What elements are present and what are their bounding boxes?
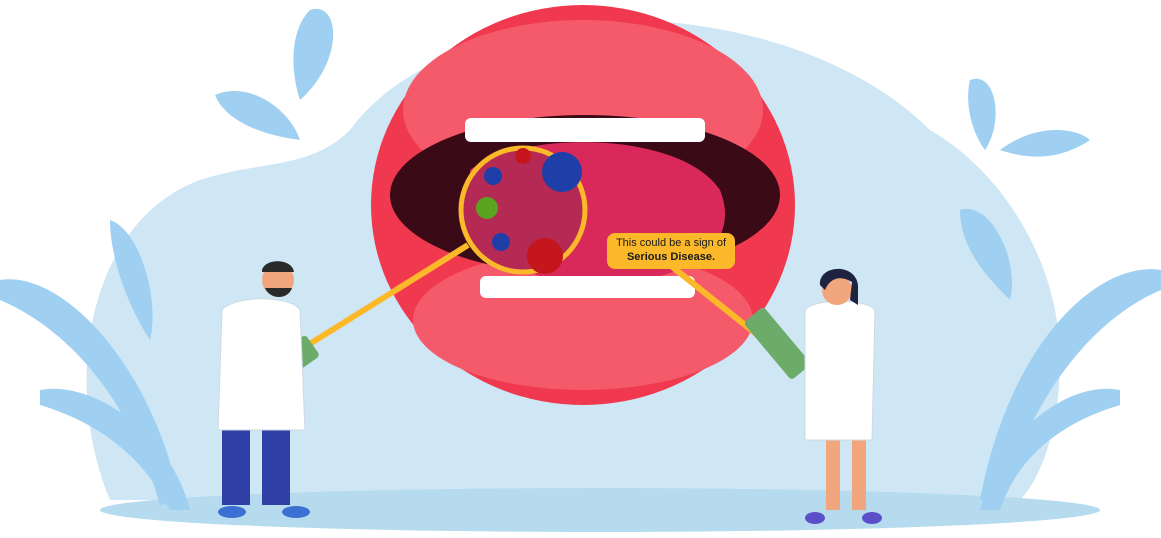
callout-line-1: This could be a sign of bbox=[615, 237, 727, 249]
female-doctor bbox=[804, 268, 882, 524]
ruler-right bbox=[744, 307, 810, 379]
decorative-leaves bbox=[0, 8, 1161, 510]
magnifier-handle-left bbox=[298, 242, 470, 353]
callout-line-2: Serious Disease. bbox=[626, 251, 716, 263]
virus-particles bbox=[476, 148, 582, 274]
ground-shadow bbox=[100, 488, 1100, 532]
upper-teeth bbox=[465, 118, 705, 142]
male-doctor bbox=[217, 261, 310, 518]
lower-teeth bbox=[480, 276, 695, 298]
disease-callout: This could be a sign of Serious Disease. bbox=[607, 233, 735, 269]
